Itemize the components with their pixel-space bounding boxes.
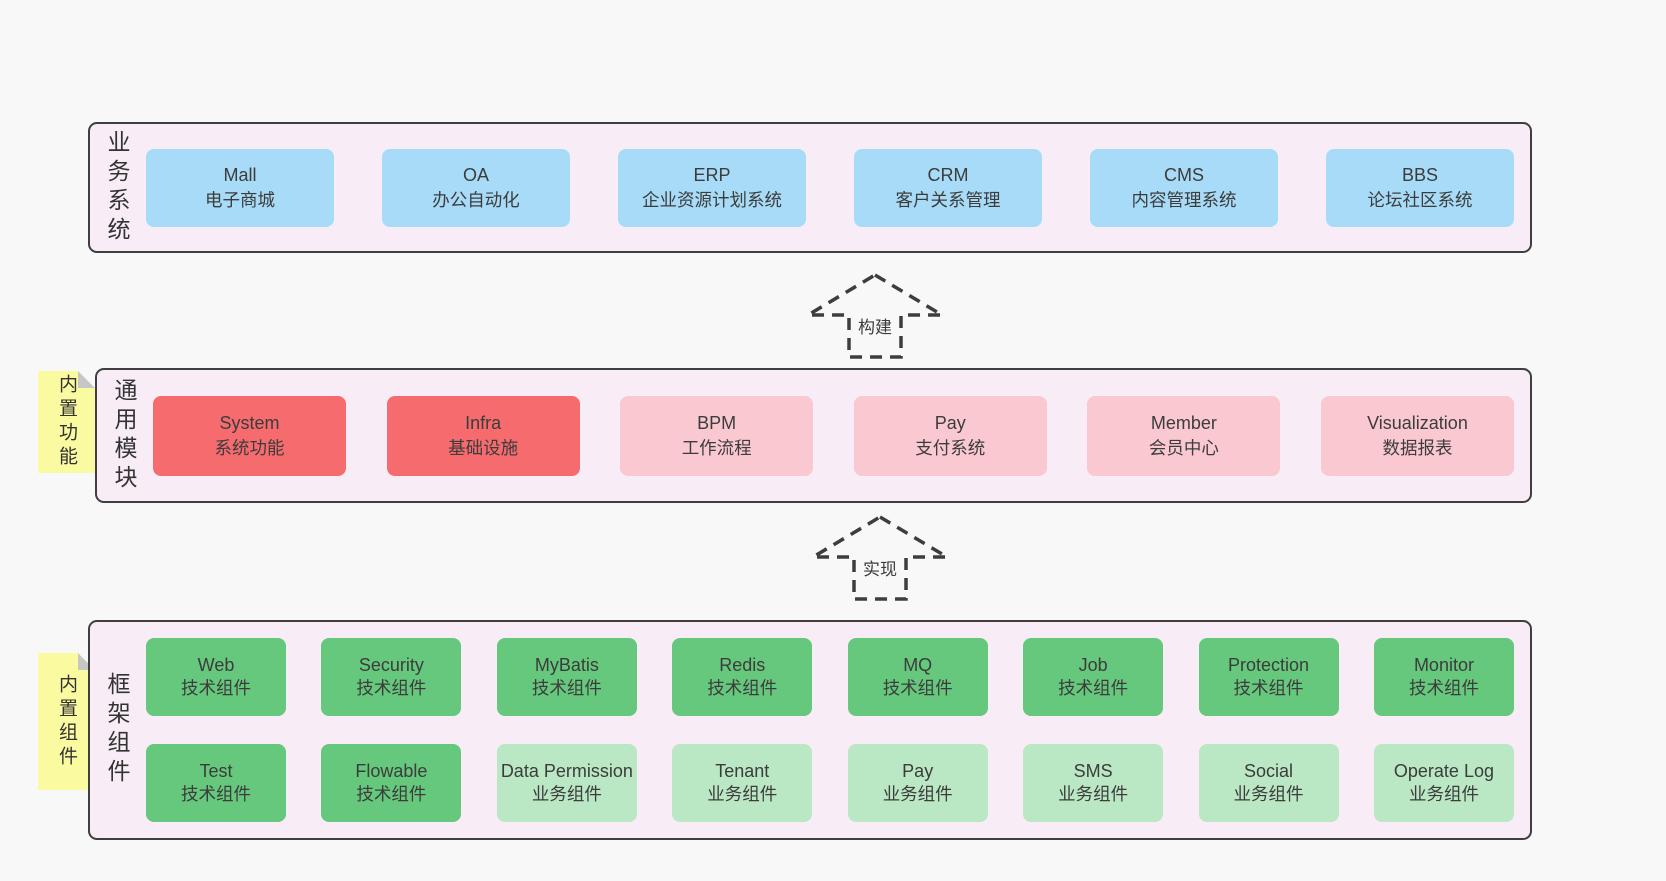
box-web: Web 技术组件 <box>146 638 286 716</box>
box-system: System 系统功能 <box>153 395 346 476</box>
box-oa: OA 办公自动化 <box>382 148 570 227</box>
folded-corner-icon <box>78 371 95 388</box>
box-sms: SMS 业务组件 <box>1023 744 1164 822</box>
box-monitor: Monitor 技术组件 <box>1373 638 1514 716</box>
arrow-build: 构建 <box>800 270 950 360</box>
up-arrow-icon <box>806 514 954 601</box>
arrow-implement: 实现 <box>805 512 955 602</box>
box-crm: CRM 客户关系管理 <box>854 148 1042 227</box>
framework-components-row-1: Web 技术组件 Security 技术组件 MyBatis 技术组件 Redi… <box>146 638 1514 716</box>
box-tenant: Tenant 业务组件 <box>672 744 813 822</box>
box-pay: Pay 支付系统 <box>853 395 1047 476</box>
framework-components-rows: Web 技术组件 Security 技术组件 MyBatis 技术组件 Redi… <box>144 622 1530 838</box>
sticky-built-in-features: 内置功能 <box>38 371 95 473</box>
band-label-framework-components: 框架组件 <box>104 672 130 788</box>
business-systems-boxes: Mall 电子商城 OA 办公自动化 ERP 企业资源计划系统 CRM 客户关系… <box>144 124 1530 251</box>
sticky-built-in-components: 内置组件 <box>38 653 95 790</box>
band-label-business-systems: 业务系统 <box>104 129 130 246</box>
band-label-common-modules: 通用模块 <box>111 377 137 494</box>
band-framework-components: 框架组件 Web 技术组件 Security 技术组件 MyBatis 技术组件… <box>88 620 1532 840</box>
box-protection: Protection 技术组件 <box>1198 638 1339 716</box>
box-erp: ERP 企业资源计划系统 <box>618 148 806 227</box>
box-job: Job 技术组件 <box>1023 638 1164 716</box>
box-flowable: Flowable 技术组件 <box>321 744 462 822</box>
box-pay-biz: Pay 业务组件 <box>847 744 988 822</box>
box-mall: Mall 电子商城 <box>146 148 334 227</box>
box-mq: MQ 技术组件 <box>847 638 988 716</box>
arrow-build-label: 构建 <box>854 312 896 339</box>
box-mybatis: MyBatis 技术组件 <box>496 638 637 716</box>
box-visualization: Visualization 数据报表 <box>1320 395 1514 476</box>
box-data-permission: Data Permission 业务组件 <box>496 744 637 822</box>
arrow-implement-label: 实现 <box>859 554 901 581</box>
box-security: Security 技术组件 <box>321 638 462 716</box>
box-bbs: BBS 论坛社区系统 <box>1326 148 1514 227</box>
box-social: Social 业务组件 <box>1198 744 1339 822</box>
box-redis: Redis 技术组件 <box>672 638 813 716</box>
up-arrow-icon <box>801 272 949 359</box>
framework-components-row-2: Test 技术组件 Flowable 技术组件 Data Permission … <box>146 744 1514 822</box>
box-test: Test 技术组件 <box>146 744 286 822</box>
box-operate-log: Operate Log 业务组件 <box>1373 744 1514 822</box>
box-cms: CMS 内容管理系统 <box>1090 148 1278 227</box>
common-modules-boxes: System 系统功能 Infra 基础设施 BPM 工作流程 Pay 支付系统… <box>151 370 1530 501</box>
band-business-systems: 业务系统 Mall 电子商城 OA 办公自动化 ERP 企业资源计划系统 CRM… <box>88 122 1532 253</box>
box-bpm: BPM 工作流程 <box>620 395 814 476</box>
band-common-modules: 通用模块 System 系统功能 Infra 基础设施 BPM 工作流程 Pay… <box>95 368 1532 503</box>
box-infra: Infra 基础设施 <box>386 395 580 476</box>
box-member: Member 会员中心 <box>1087 395 1281 476</box>
